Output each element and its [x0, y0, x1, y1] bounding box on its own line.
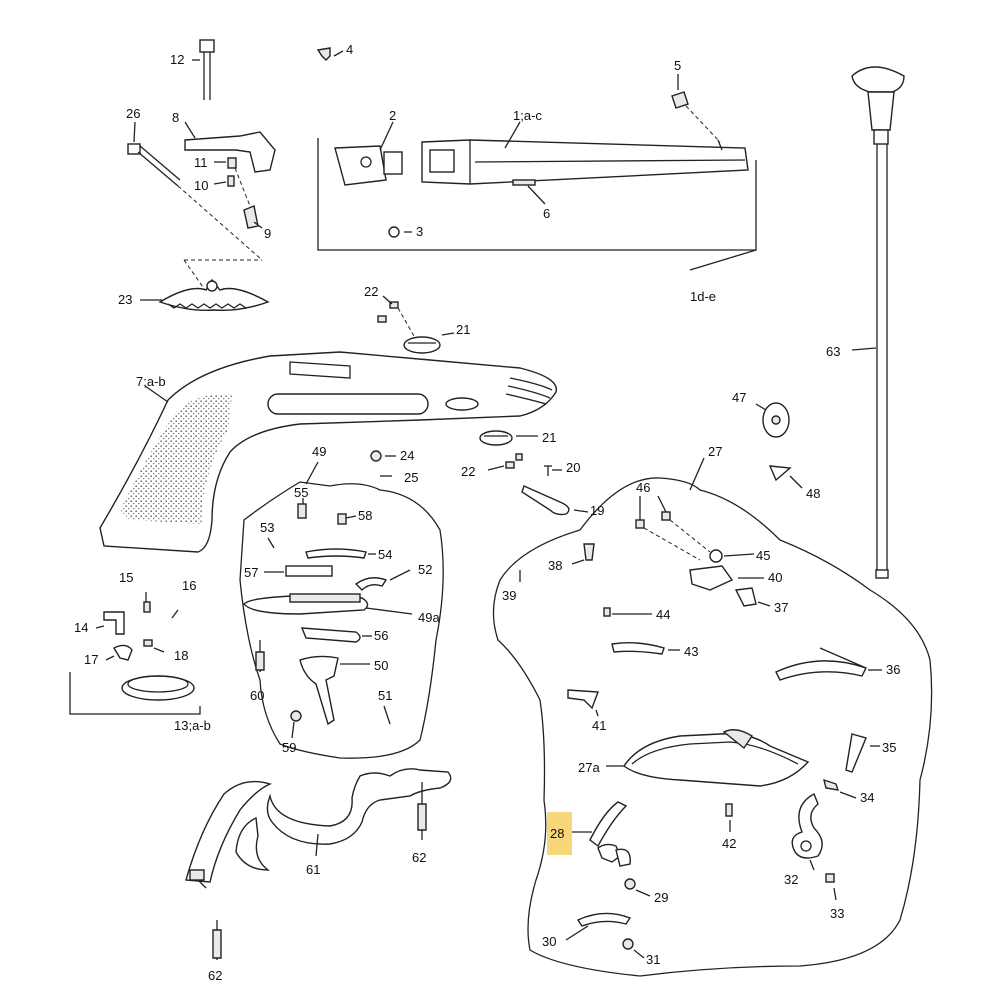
label-part-41[interactable]: 41 — [592, 718, 606, 733]
label-part-55[interactable]: 55 — [294, 485, 308, 500]
label-part-33[interactable]: 33 — [830, 906, 844, 921]
label-part-47[interactable]: 47 — [732, 390, 746, 405]
label-part-3[interactable]: 3 — [416, 224, 423, 239]
triangle-part-48 — [768, 465, 792, 482]
highlight-box — [547, 812, 572, 855]
label-part-7[interactable]: 7;a-b — [136, 374, 166, 389]
label-part-49[interactable]: 49 — [312, 444, 326, 459]
label-part-16[interactable]: 16 — [182, 578, 196, 593]
screw-part-26 — [127, 121, 181, 187]
label-part-24[interactable]: 24 — [400, 448, 414, 463]
label-part-50[interactable]: 50 — [374, 658, 388, 673]
label-part-42[interactable]: 42 — [722, 836, 736, 851]
bolt-part-12 — [199, 39, 215, 53]
label-part-56[interactable]: 56 — [374, 628, 388, 643]
label-part-52[interactable]: 52 — [418, 562, 432, 577]
part-9 — [243, 205, 259, 229]
label-part-59[interactable]: 59 — [282, 740, 296, 755]
screw-part-11 — [227, 157, 237, 169]
label-part-44[interactable]: 44 — [656, 607, 670, 622]
barrel-group — [316, 47, 757, 271]
barrel-part-1 — [421, 139, 749, 186]
label-part-39[interactable]: 39 — [502, 588, 516, 603]
label-part-45[interactable]: 45 — [756, 548, 770, 563]
trigger-guard-part-61 — [185, 768, 452, 960]
label-part-38[interactable]: 38 — [548, 558, 562, 573]
label-part-2[interactable]: 2 — [389, 108, 396, 123]
label-part-20[interactable]: 20 — [566, 460, 580, 475]
label-part-17[interactable]: 17 — [84, 652, 98, 667]
breech-plug-part-2 — [334, 145, 403, 186]
label-part-62-lower[interactable]: 62 — [208, 968, 222, 983]
label-part-30[interactable]: 30 — [542, 934, 556, 949]
label-part-49a[interactable]: 49a — [418, 610, 440, 625]
bracket-part-8 — [184, 131, 276, 173]
label-part-34[interactable]: 34 — [860, 790, 874, 805]
stock-part-7 — [99, 351, 558, 553]
hammer-group — [127, 39, 276, 291]
label-part-6[interactable]: 6 — [543, 206, 550, 221]
label-part-4[interactable]: 4 — [346, 42, 353, 57]
label-part-5[interactable]: 5 — [674, 58, 681, 73]
label-part-28[interactable]: 28 — [550, 826, 564, 841]
label-part-61[interactable]: 61 — [306, 862, 320, 877]
label-part-58[interactable]: 58 — [358, 508, 372, 523]
label-part-43[interactable]: 43 — [684, 644, 698, 659]
screw-part-4 — [316, 47, 331, 61]
label-part-57[interactable]: 57 — [244, 565, 258, 580]
label-part-35[interactable]: 35 — [882, 740, 896, 755]
label-part-22-upper[interactable]: 22 — [364, 284, 378, 299]
label-part-19[interactable]: 19 — [590, 503, 604, 518]
label-part-1[interactable]: 1;a-c — [513, 108, 542, 123]
label-part-27a[interactable]: 27a — [578, 760, 600, 775]
label-part-63[interactable]: 63 — [826, 344, 840, 359]
label-part-15[interactable]: 15 — [119, 570, 133, 585]
label-part-26[interactable]: 26 — [126, 106, 140, 121]
label-part-21-lower[interactable]: 21 — [542, 430, 556, 445]
label-part-13[interactable]: 13;a-b — [174, 718, 211, 733]
label-part-18[interactable]: 18 — [174, 648, 188, 663]
label-part-40[interactable]: 40 — [768, 570, 782, 585]
escutcheon-part-21-lower — [370, 430, 589, 516]
part-labels: 1;a-c 1d-e 2 3 4 5 6 7;a-b 8 9 10 11 12 … — [74, 42, 900, 983]
side-ornament-part-23 — [140, 278, 270, 312]
label-part-54[interactable]: 54 — [378, 547, 392, 562]
label-part-27[interactable]: 27 — [708, 444, 722, 459]
trigger-group-49 — [239, 461, 444, 759]
label-part-23[interactable]: 23 — [118, 292, 132, 307]
label-part-1d-e[interactable]: 1d-e — [690, 289, 716, 304]
label-part-10[interactable]: 10 — [194, 178, 208, 193]
label-part-14[interactable]: 14 — [74, 620, 88, 635]
label-part-11[interactable]: 11 — [194, 155, 208, 170]
label-part-37[interactable]: 37 — [774, 600, 788, 615]
nut-part-3 — [388, 226, 400, 238]
label-part-8[interactable]: 8 — [172, 110, 179, 125]
sight-part-5 — [671, 91, 689, 109]
escutcheon-part-21-upper — [377, 295, 455, 354]
label-part-9[interactable]: 9 — [264, 226, 271, 241]
label-part-32[interactable]: 32 — [784, 872, 798, 887]
label-part-53[interactable]: 53 — [260, 520, 274, 535]
screw-part-10 — [227, 175, 235, 187]
label-part-46[interactable]: 46 — [636, 480, 650, 495]
label-part-31[interactable]: 31 — [646, 952, 660, 967]
label-part-62-upper[interactable]: 62 — [412, 850, 426, 865]
label-part-36[interactable]: 36 — [886, 662, 900, 677]
ramrod-part-63 — [851, 66, 905, 579]
label-part-48[interactable]: 48 — [806, 486, 820, 501]
label-part-51[interactable]: 51 — [378, 688, 392, 703]
label-part-60[interactable]: 60 — [250, 688, 264, 703]
label-part-22-lower[interactable]: 22 — [461, 464, 475, 479]
label-part-25[interactable]: 25 — [404, 470, 418, 485]
lock-group-27 — [492, 457, 933, 977]
label-part-21-upper[interactable]: 21 — [456, 322, 470, 337]
nose-cap-group-13 — [69, 592, 201, 715]
label-part-29[interactable]: 29 — [654, 890, 668, 905]
label-part-12[interactable]: 12 — [170, 52, 184, 67]
